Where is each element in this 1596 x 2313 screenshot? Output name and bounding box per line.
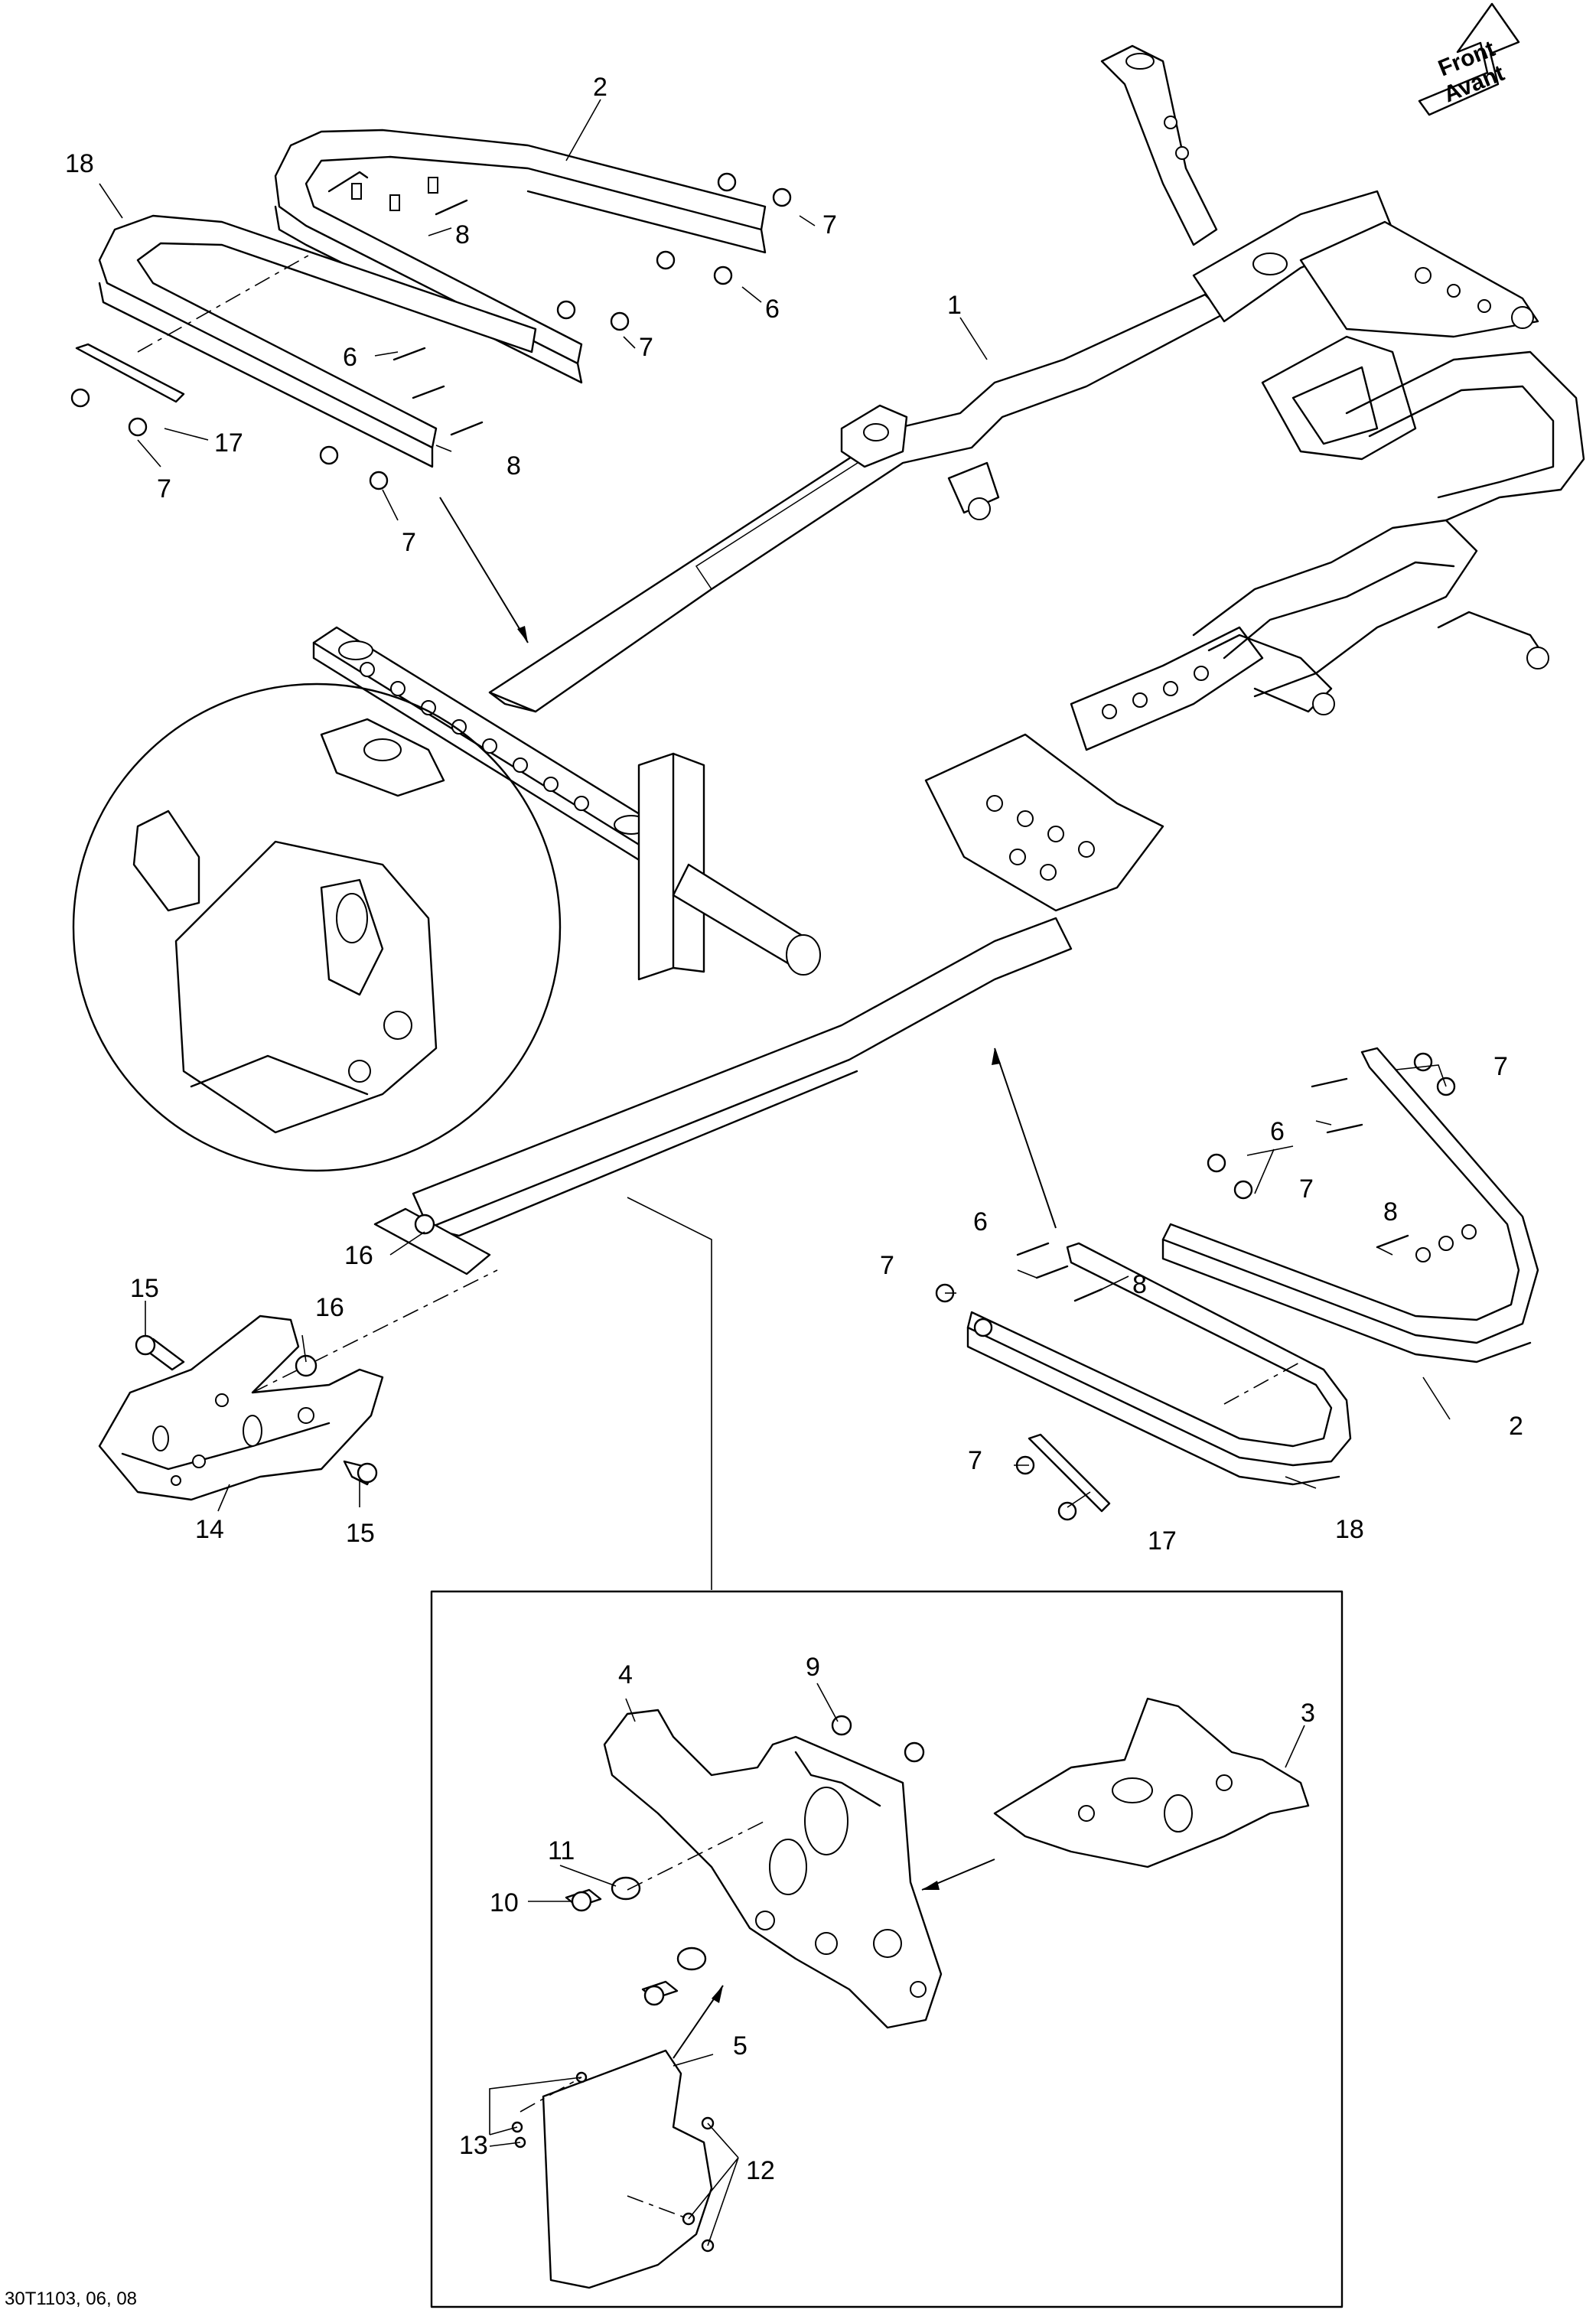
- front-rack-arrow: [994, 1047, 1057, 1229]
- rear-step-bar-18: [98, 214, 537, 468]
- callout-16-bracket: 16: [315, 1293, 344, 1322]
- front-upper-holes: [1252, 252, 1534, 329]
- callout-6-front-left: 6: [973, 1207, 988, 1236]
- callout-13: 13: [459, 2131, 488, 2160]
- callout-7-front-top: 7: [1493, 1052, 1508, 1081]
- callout-7-rear-mid: 7: [639, 333, 653, 362]
- main-frame: [312, 44, 1585, 1275]
- middle-plate-holes: [986, 795, 1095, 881]
- callout-5: 5: [733, 2031, 748, 2061]
- callout-7-front-mid: 7: [1299, 1174, 1314, 1204]
- detail-leader: [627, 1197, 712, 1590]
- callout-2-rear: 2: [593, 73, 607, 102]
- front-rack-2: [1161, 1047, 1539, 1363]
- callout-7-rear-left: 7: [157, 474, 171, 503]
- callout-12: 12: [746, 2156, 775, 2185]
- callout-6-front-right: 6: [1270, 1117, 1285, 1146]
- callout-17-rear: 17: [214, 428, 243, 458]
- callout-8-rear-top: 8: [455, 220, 470, 249]
- callout-18-front: 18: [1335, 1515, 1364, 1544]
- bracket-14: [98, 1214, 498, 1501]
- document-id: 30T1103, 06, 08: [5, 2289, 137, 2309]
- callout-15-bottom: 15: [346, 1519, 375, 1548]
- callout-7-rear-top: 7: [822, 210, 837, 239]
- callout-16-frame: 16: [344, 1241, 373, 1270]
- callout-6-rear-right: 6: [765, 295, 780, 324]
- callout-10: 10: [490, 1888, 519, 1917]
- front-lower-holes: [1102, 666, 1209, 719]
- detail-inset: [430, 1590, 1344, 2308]
- callout-17-front: 17: [1148, 1526, 1177, 1556]
- callout-14: 14: [195, 1515, 224, 1544]
- leader-lines: [99, 99, 1451, 2246]
- callout-8-front-left: 8: [1132, 1270, 1147, 1299]
- callout-7-front-left: 7: [880, 1251, 894, 1280]
- callout-labels: 1 2 2 3 4 5 6 6 6 6 7 7 7 7 7 7 7 7 8 8 …: [65, 73, 1523, 2185]
- rear-fasteners: [70, 171, 792, 490]
- callout-9: 9: [806, 1653, 820, 1682]
- callout-2-front: 2: [1509, 1412, 1523, 1441]
- callout-1: 1: [947, 291, 962, 320]
- front-fasteners: [935, 1052, 1456, 1521]
- callout-15-top: 15: [130, 1274, 159, 1303]
- front-direction-arrow: Front Avant: [1418, 2, 1520, 116]
- callout-3: 3: [1301, 1699, 1315, 1728]
- callout-4: 4: [618, 1660, 633, 1689]
- callout-6-rear-left: 6: [343, 343, 357, 372]
- detail-magnifier: [72, 682, 562, 1172]
- callout-11: 11: [548, 1836, 575, 1865]
- callout-8-rear-bottom: 8: [506, 451, 521, 481]
- callout-7-rear-bottom: 7: [402, 528, 416, 557]
- callout-7-front-bottom: 7: [968, 1446, 982, 1475]
- callout-18-rear: 18: [65, 149, 94, 178]
- rear-rack-arrow: [439, 497, 529, 643]
- front-step-bar-18: [966, 1242, 1352, 1486]
- callout-8-front-right: 8: [1383, 1197, 1398, 1227]
